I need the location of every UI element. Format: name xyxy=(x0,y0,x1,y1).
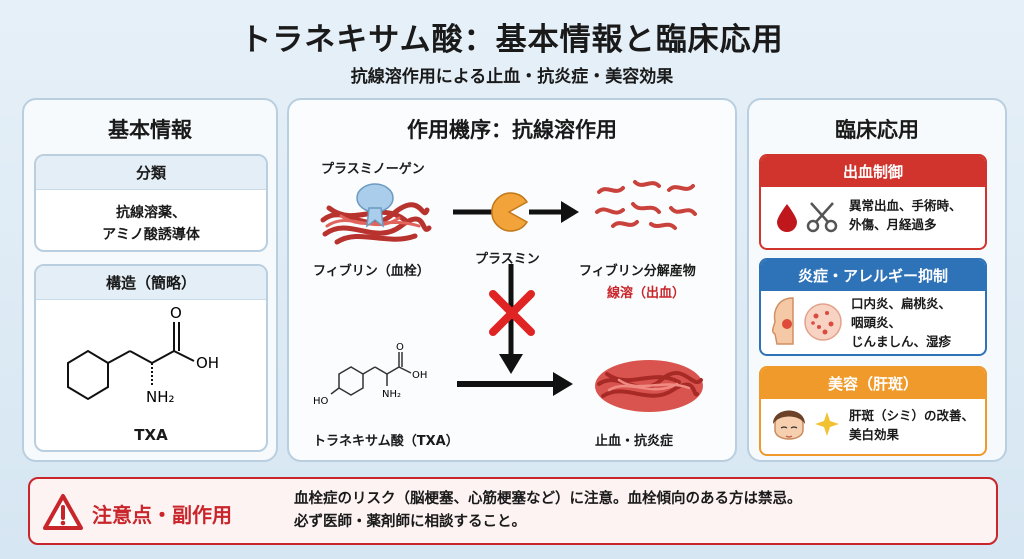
inflammation-box: 炎症・アレルギー抑制 口内炎、扁桃炎、 咽頭炎、 じんましん、湿疹 xyxy=(759,258,987,356)
txa-structure-diagram: O OH NH₂ xyxy=(67,304,219,406)
stable-clot-icon xyxy=(595,360,703,412)
products-label: フィブリン分解産物 xyxy=(579,264,696,279)
bleeding-box: 出血制御 異常出血、手術時、 外傷、月経過多 xyxy=(759,154,987,250)
molecule-atom-ho: HO xyxy=(313,396,329,407)
bleeding-body: 異常出血、手術時、 外傷、月経過多 xyxy=(849,198,962,232)
classification-heading: 分類 xyxy=(36,156,266,190)
plasminogen-label: プラスミノーゲン xyxy=(321,162,425,177)
structure-heading: 構造（簡略） xyxy=(36,266,266,300)
fibrin-clot-icon xyxy=(320,202,432,245)
warning-body: 血栓症のリスク（脳梗塞、心筋梗塞など）に注意。血栓傾向のある方は禁忌。 必ず医師… xyxy=(294,491,802,530)
fibrin-fragments-icon xyxy=(595,180,697,230)
structure-box: 構造（簡略） O OH NH₂ TXA xyxy=(34,264,268,452)
txa-label: トラネキサム酸（TXA） xyxy=(313,434,459,449)
plasmin-icon xyxy=(491,192,529,232)
fibrin-label: フィブリン（血栓） xyxy=(313,264,430,279)
molecule-atom-oh: OH xyxy=(412,370,427,381)
fibrinolysis-label: 線溶（出血） xyxy=(607,286,686,301)
scissors-icon xyxy=(806,202,838,233)
page-title: トラネキサム酸：基本情報と臨床応用 xyxy=(240,22,784,58)
classification-box: 分類 抗線溶薬、 アミノ酸誘導体 xyxy=(34,154,268,252)
sparkle-icon xyxy=(815,412,839,436)
arrow-to-products-icon xyxy=(529,201,579,223)
molecule-atom-o: O xyxy=(396,342,404,353)
clinical-heading: 臨床応用 xyxy=(835,118,919,142)
plasminogen-icon xyxy=(356,183,394,228)
molecule-atom-nh2: NH₂ xyxy=(382,389,401,400)
mechanism-heading: 作用機序：抗線溶作用 xyxy=(407,118,617,142)
structure-atom-o: O xyxy=(170,304,182,322)
block-x-icon xyxy=(489,290,535,336)
inflammation-body: 口内炎、扁桃炎、 咽頭炎、 じんましん、湿疹 xyxy=(851,296,952,349)
bleeding-heading: 出血制御 xyxy=(761,156,985,187)
txa-molecule-diagram: O OH NH₂ HO xyxy=(313,342,427,407)
basic-info-panel: 基本情報 分類 抗線溶薬、 アミノ酸誘導体 構造（簡略） O OH NH₂ TX… xyxy=(22,98,278,462)
blood-drop-icon xyxy=(777,204,797,232)
beauty-box: 美容（肝斑） 肝斑（シミ）の改善、 美白効果 xyxy=(759,366,987,456)
classification-body: 抗線溶薬、 アミノ酸誘導体 xyxy=(102,205,200,243)
page-subtitle: 抗線溶作用による止血・抗炎症・美容効果 xyxy=(350,67,674,87)
mechanism-panel: 作用機序：抗線溶作用 プラスミノーゲン フィブリン（血栓） プラスミン xyxy=(287,98,737,462)
structure-atom-oh: OH xyxy=(196,354,219,372)
throat-icon xyxy=(771,297,794,345)
basic-info-heading: 基本情報 xyxy=(108,118,192,142)
structure-caption: TXA xyxy=(134,426,168,444)
arrow-to-plasmin-icon xyxy=(453,209,493,215)
plasmin-label: プラスミン xyxy=(475,252,540,267)
beauty-heading: 美容（肝斑） xyxy=(761,368,985,399)
warning-box: 注意点・副作用 血栓症のリスク（脳梗塞、心筋梗塞など）に注意。血栓傾向のある方は… xyxy=(28,477,998,545)
warning-heading: 注意点・副作用 xyxy=(92,503,232,527)
beauty-body: 肝斑（シミ）の改善、 美白効果 xyxy=(849,408,975,442)
clinical-panel: 臨床応用 出血制御 異常出血、手術時、 外傷、月経過多 炎症・アレルギー抑制 xyxy=(747,98,1007,462)
result-label: 止血・抗炎症 xyxy=(595,434,674,449)
inflammation-heading: 炎症・アレルギー抑制 xyxy=(761,260,985,291)
structure-atom-nh2: NH₂ xyxy=(146,388,175,406)
warning-icon xyxy=(43,494,83,530)
rash-icon xyxy=(804,303,842,341)
arrow-to-result-icon xyxy=(457,372,573,396)
face-icon xyxy=(773,410,805,440)
